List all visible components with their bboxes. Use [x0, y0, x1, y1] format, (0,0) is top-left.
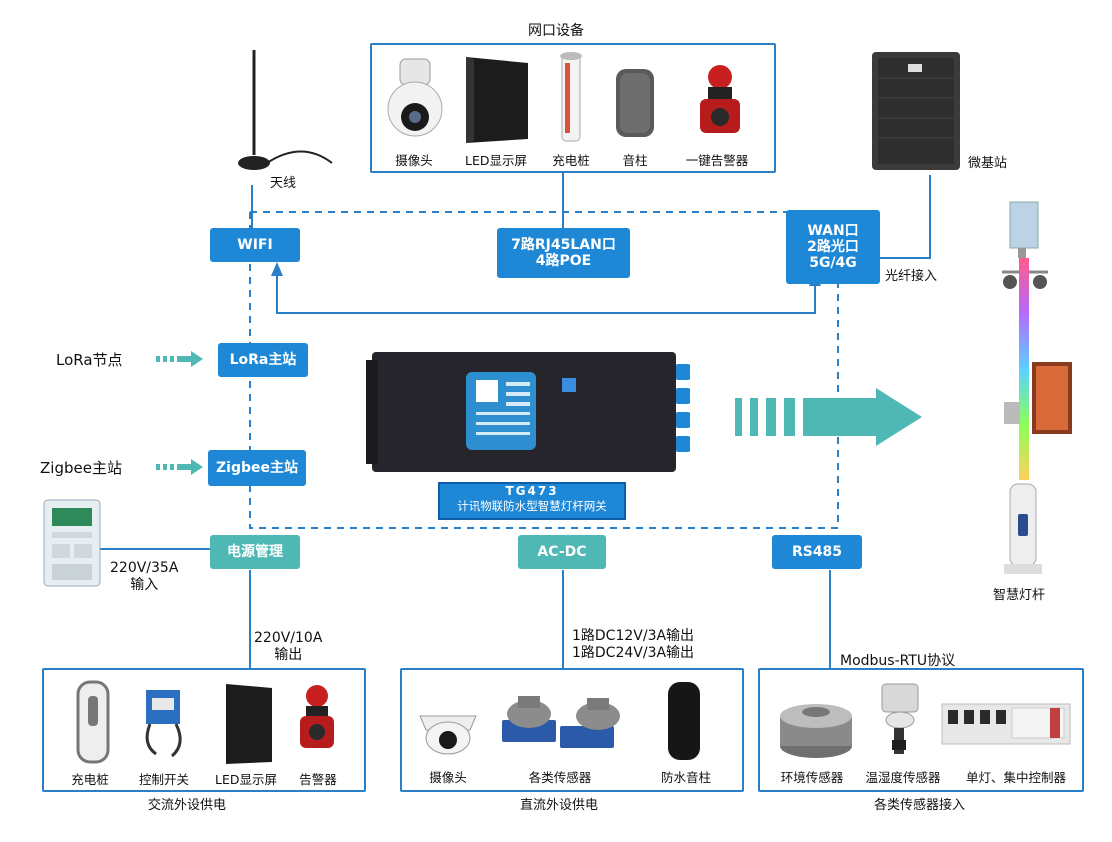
gateway-model: TG473	[505, 484, 559, 498]
lora-tag: LoRa主站	[218, 343, 308, 377]
top-item-camera: 摄像头	[395, 153, 433, 168]
bottom-right-item-ctrl: 单灯、集中控制器	[965, 770, 1067, 785]
power-management-tag: 电源管理	[210, 535, 300, 569]
meter-input-label: 220V/35A 输入	[110, 560, 178, 594]
wan-tag-line1: WAN口	[807, 222, 859, 239]
wifi-tag: WIFI	[210, 228, 300, 262]
control-switch-icon	[145, 690, 182, 758]
temperature-humidity-sensor-icon	[881, 683, 919, 754]
meter-input-line1: 220V/35A	[110, 560, 179, 576]
environment-sensor-icon	[780, 704, 852, 758]
bottom-right-item-env: 环境传感器	[780, 770, 844, 785]
single-lamp-controller-icon	[941, 703, 1071, 745]
bottom-mid-frame: 摄像头 各类传感器 防水音柱	[400, 668, 744, 792]
lan-tag: 7路RJ45LAN口 4路POE	[497, 228, 630, 278]
bottom-left-item-led: LED显示屏	[215, 772, 277, 787]
wan-tag-line2: 2路光口	[807, 238, 859, 255]
bottom-left-title: 交流外设供电	[148, 798, 227, 813]
bottom-mid-item-speaker: 防水音柱	[660, 770, 712, 785]
led-screen-icon	[466, 57, 528, 143]
top-group-frame: 摄像头 LED显示屏 充电桩 音柱 一键告警器	[370, 43, 776, 173]
micro-base-station-label: 微基站	[968, 156, 1008, 171]
gateway-label-box: TG473 计讯物联防水型智慧灯杆网关	[438, 482, 626, 520]
charging-pile-icon	[560, 52, 582, 142]
lan-tag-line1: 7路RJ45LAN口	[511, 236, 616, 253]
lora-node-label: LoRa节点	[56, 351, 123, 369]
electric-meter-icon	[43, 499, 101, 587]
alarm-icon	[300, 685, 334, 748]
modbus-label: Modbus-RTU协议	[840, 653, 956, 669]
waterproof-speaker-icon	[668, 682, 700, 760]
zigbee-tag: Zigbee主站	[208, 450, 306, 486]
dc-output-label: 1路DC12V/3A输出 1路DC24V/3A输出	[572, 628, 694, 662]
bottom-left-frame: 充电桩 控制开关 LED显示屏 告警器	[42, 668, 366, 792]
zigbee-left-label: Zigbee主站	[40, 459, 122, 477]
dome-camera-icon	[387, 58, 443, 137]
antenna-icon	[232, 45, 342, 175]
sensor-icon	[502, 696, 620, 748]
charging-pile-icon	[76, 680, 110, 764]
micro-base-station-icon	[872, 52, 960, 170]
alarm-icon	[700, 65, 740, 133]
bottom-mid-item-camera: 摄像头	[429, 770, 467, 785]
top-item-led: LED显示屏	[465, 153, 527, 168]
smart-pole-icon	[1002, 201, 1072, 574]
wan-tag: WAN口 2路光口 5G/4G	[786, 210, 880, 284]
rs485-tag: RS485	[772, 535, 862, 569]
top-group-title: 网口设备	[528, 23, 584, 39]
led-screen-icon	[226, 684, 272, 764]
dome-camera-icon	[419, 715, 477, 755]
bottom-mid-title: 直流外设供电	[520, 798, 599, 813]
top-item-alarm: 一键告警器	[685, 153, 749, 168]
bottom-right-frame: 环境传感器 温湿度传感器 单灯、集中控制器	[758, 668, 1084, 792]
dc-output-line1: 1路DC12V/3A输出	[572, 628, 695, 644]
lan-tag-line2: 4路POE	[535, 253, 592, 269]
gateway-name: 计讯物联防水型智慧灯杆网关	[457, 499, 607, 513]
bottom-left-item-charging: 充电桩	[71, 772, 109, 787]
ac-output-line2: 输出	[274, 647, 303, 663]
smart-pole-label: 智慧灯杆	[993, 588, 1046, 603]
meter-input-line2: 输入	[130, 577, 159, 593]
ac-output-label: 220V/10A 输出	[254, 630, 322, 664]
acdc-tag: AC-DC	[518, 535, 606, 569]
wan-tag-line3: 5G/4G	[809, 255, 857, 272]
fiber-label: 光纤接入	[885, 269, 938, 284]
ac-output-line1: 220V/10A	[254, 630, 323, 646]
top-item-charging: 充电桩	[552, 153, 590, 168]
speaker-column-icon	[616, 69, 654, 137]
bottom-mid-item-sensor: 各类传感器	[528, 770, 592, 785]
dc-output-line2: 1路DC24V/3A输出	[572, 645, 695, 661]
gateway-device-icon	[366, 352, 690, 472]
bottom-right-item-th: 温湿度传感器	[865, 770, 941, 785]
antenna-label: 天线	[270, 176, 297, 191]
bottom-right-title: 各类传感器接入	[874, 798, 966, 813]
top-item-speaker: 音柱	[622, 153, 648, 168]
bottom-left-item-switch: 控制开关	[138, 772, 190, 787]
bottom-left-item-alarm: 告警器	[299, 772, 337, 787]
